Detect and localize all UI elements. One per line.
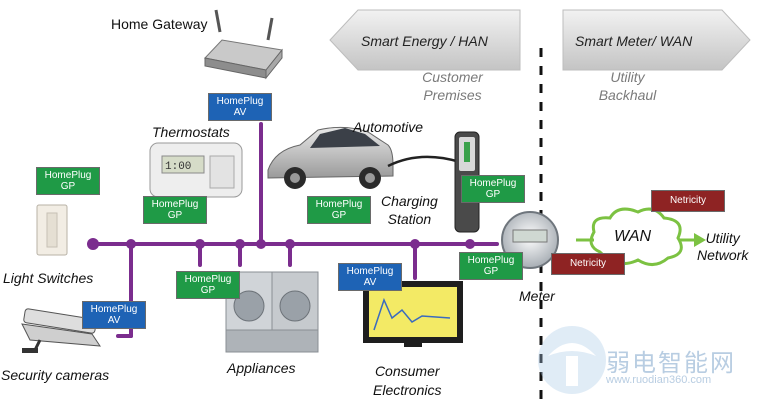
wan-label: WAN <box>614 228 652 245</box>
wan-cloud-icon <box>589 207 683 266</box>
netricity-badge-meter: Netricity <box>551 253 625 275</box>
home-gateway-label: Home Gateway <box>111 16 208 32</box>
security-cameras-label: Security cameras <box>1 367 110 383</box>
homeplug-av-badge-gateway: HomePlug AV <box>208 93 272 121</box>
homeplug-av-badge-camera: HomePlug AV <box>82 301 146 329</box>
utility-network-label: Utility Network <box>697 230 749 263</box>
tv-icon <box>363 281 463 347</box>
bus-junctions <box>87 238 475 250</box>
meter-label: Meter <box>519 288 555 304</box>
smart-meter-arrow <box>562 9 751 71</box>
light-switches-label: Light Switches <box>3 270 94 286</box>
smart-meter-wan-label: Smart Meter/ WAN <box>575 33 693 49</box>
netricity-badge-wan: Netricity <box>651 190 725 212</box>
homeplug-gp-badge-meter: HomePlug GP <box>459 252 523 280</box>
watermark-logo <box>538 326 606 394</box>
homeplug-gp-badge-light-switch: HomePlug GP <box>36 167 100 195</box>
appliances-label: Appliances <box>227 360 296 376</box>
charging-station-label: Charging Station <box>381 193 438 227</box>
homeplug-av-badge-electronics: HomePlug AV <box>338 263 402 291</box>
consumer-electronics-label: Consumer Electronics <box>373 363 442 398</box>
homeplug-gp-badge-charging-station: HomePlug GP <box>461 175 525 203</box>
thermostat-icon: 1:00 <box>149 142 243 198</box>
automotive-label: Automotive <box>353 119 424 135</box>
thermostats-label: Thermostats <box>152 124 230 140</box>
homeplug-gp-badge-automotive: HomePlug GP <box>307 196 371 224</box>
homeplug-gp-badge-thermostat: HomePlug GP <box>143 196 207 224</box>
charging-cable <box>387 155 461 168</box>
smart-energy-arrow <box>329 9 521 71</box>
customer-premises-label: Customer Premises <box>422 69 483 103</box>
watermark-url-text: www.ruodian360.com <box>606 374 712 386</box>
svg-text:1:00: 1:00 <box>165 161 191 173</box>
security-camera-icon <box>21 308 101 353</box>
homeplug-gp-badge-appliances: HomePlug GP <box>176 271 240 299</box>
utility-backhaul-label: Utility Backhaul <box>598 69 657 103</box>
car-icon <box>267 126 394 189</box>
appliances-icon <box>225 271 319 353</box>
smart-energy-han-label: Smart Energy / HAN <box>361 33 488 49</box>
light-switch-icon <box>36 204 68 256</box>
watermark-chinese-text: 弱电智能网 <box>606 350 736 377</box>
home-gateway-icon <box>204 9 283 80</box>
